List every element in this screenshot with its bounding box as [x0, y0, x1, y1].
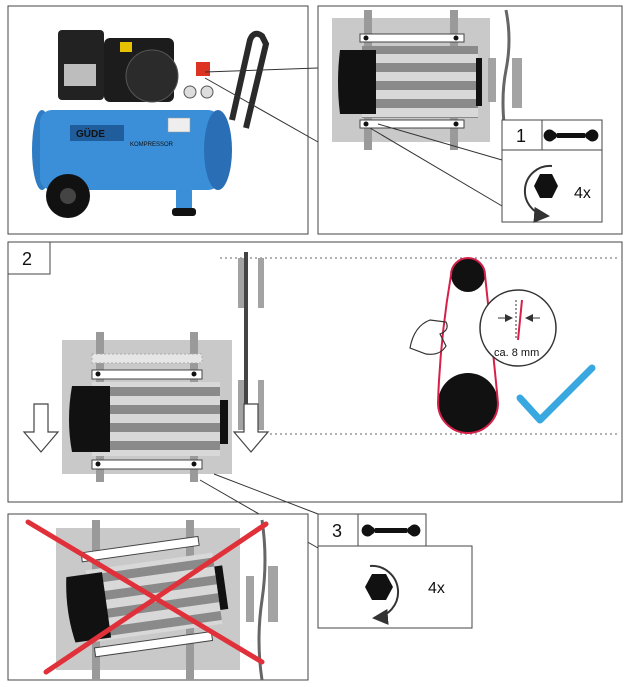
compressor-photo-panel: GÜDE KOMPRESSOR — [7, 5, 319, 235]
step-1-number-box — [501, 119, 543, 151]
step-3-panel: 3 4x — [317, 513, 473, 629]
pressure-gauge — [183, 85, 197, 99]
handle — [229, 30, 270, 129]
incorrect-cross-icon — [25, 519, 265, 665]
model-label: KOMPRESSOR — [130, 142, 174, 148]
original-slot-position — [91, 353, 203, 364]
wrench-icon — [543, 129, 599, 142]
pressure-gauge — [200, 85, 214, 99]
slot-bar — [359, 119, 465, 129]
belt-tension-diagram — [437, 257, 499, 434]
motor-top-view — [69, 382, 228, 456]
callout-line — [204, 77, 319, 143]
brand-label: GÜDE — [76, 127, 105, 140]
hex-nut-icon — [534, 174, 558, 198]
push-down-arrow-icon — [232, 403, 270, 453]
slot-bar — [91, 369, 203, 380]
push-down-arrow-icon — [22, 403, 60, 453]
step-3-number: 3 — [332, 521, 342, 541]
wrench-icon — [361, 524, 421, 537]
callout-line — [204, 67, 319, 73]
pressure-switch — [196, 62, 210, 76]
brand-badge — [70, 125, 124, 141]
checker-label — [167, 117, 191, 133]
rotate-counterclockwise-icon — [523, 164, 558, 223]
compressor-illustration: GÜDE KOMPRESSOR — [32, 30, 270, 218]
step-2-panel: 2 — [7, 241, 623, 549]
deflection-label: ca. 8 mm — [494, 347, 539, 359]
step-1-panel: 1 4x — [317, 5, 623, 235]
incorrect-panel — [7, 513, 309, 681]
rotate-clockwise-icon — [365, 564, 399, 625]
hand-icon — [409, 319, 448, 355]
step-2-number-box — [7, 241, 51, 275]
foot — [176, 188, 192, 212]
step-1-rotation-label: 4x — [574, 185, 591, 202]
motor-pulley — [451, 258, 485, 292]
step-2-number: 2 — [22, 249, 32, 269]
slot-bar — [359, 33, 465, 43]
step-3-number-box — [317, 513, 359, 547]
correct-check-icon — [516, 364, 596, 424]
step-1-number: 1 — [516, 126, 526, 146]
compressor-pulley — [438, 373, 498, 433]
hex-nut-icon — [365, 574, 393, 600]
slot-bar — [91, 459, 203, 470]
deflection-magnifier: ca. 8 mm — [479, 289, 557, 367]
motor-top-view — [338, 46, 482, 118]
step-3-rotation-label: 4x — [428, 580, 445, 597]
